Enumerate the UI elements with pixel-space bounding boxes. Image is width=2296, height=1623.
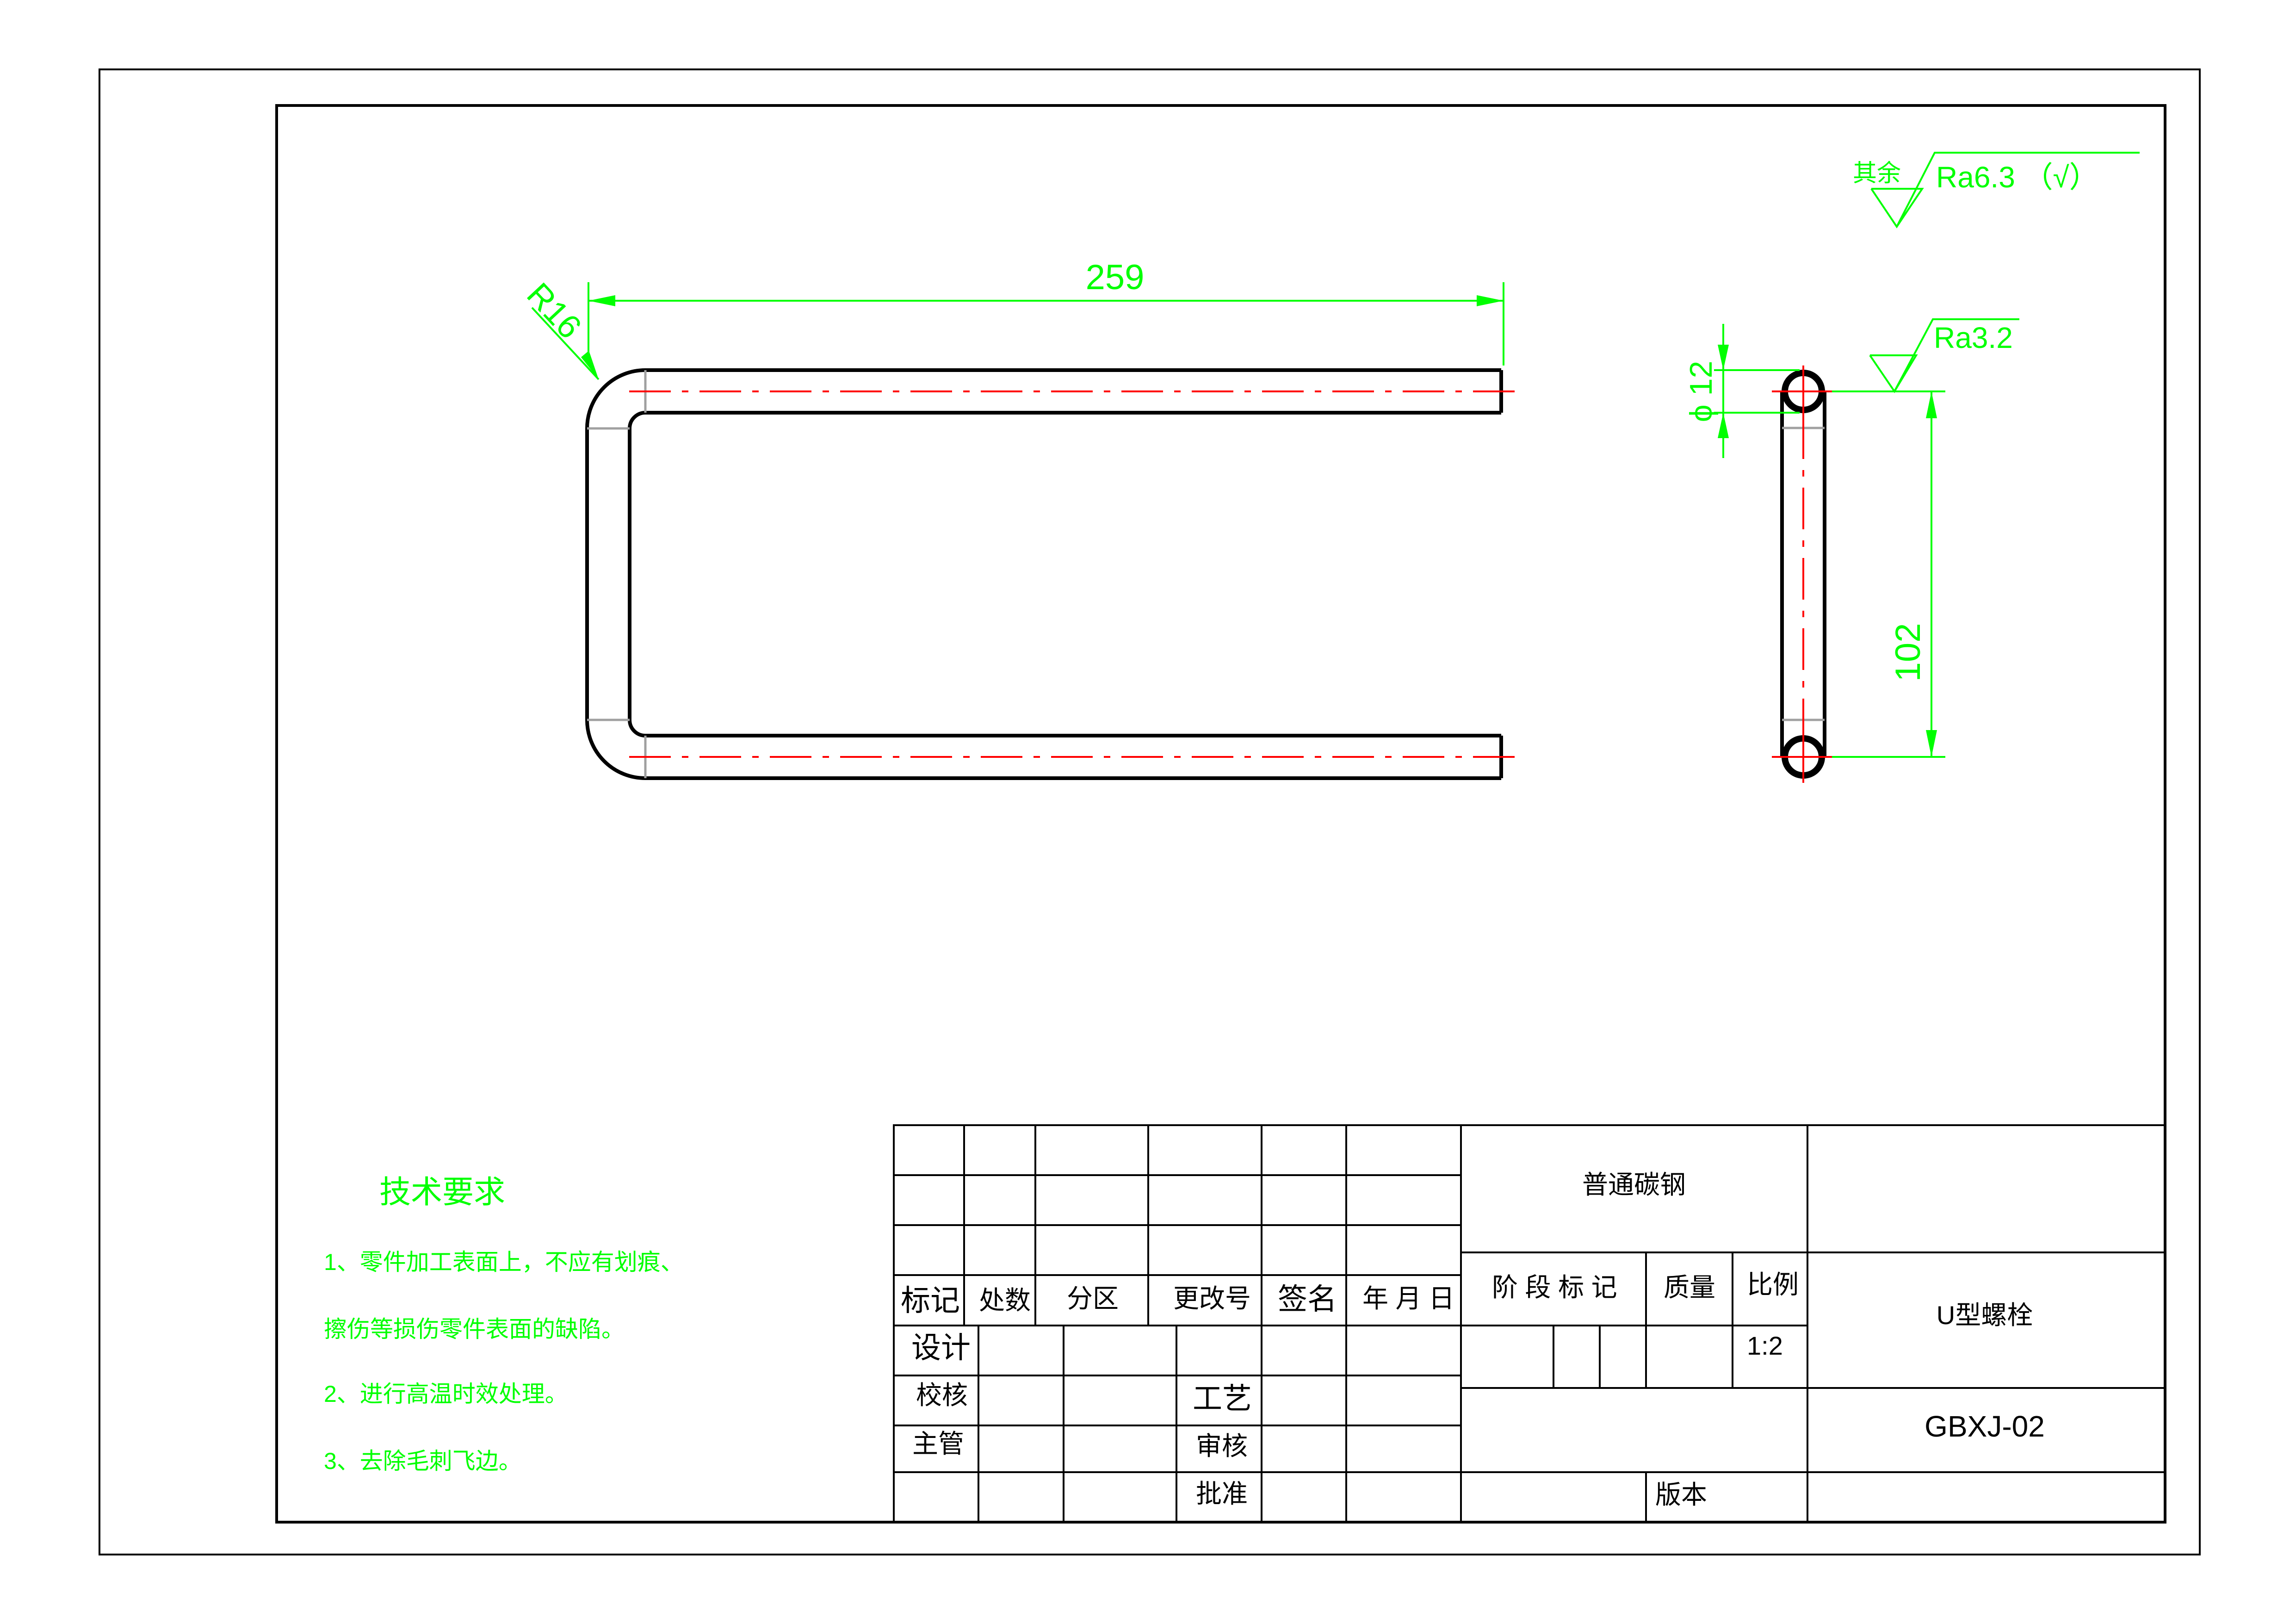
diameter-dimension: ϕ 12 xyxy=(1683,324,1800,458)
requirement-item: 1、零件加工表面上，不应有划痕、 xyxy=(324,1249,684,1275)
spacing-dimension-value: 102 xyxy=(1888,623,1928,682)
revision-header: 更改号 xyxy=(1173,1284,1251,1313)
requirement-item: 2、进行高温时效处理。 xyxy=(324,1381,568,1407)
u-bolt-outer-contour xyxy=(585,368,1501,780)
version-label: 版本 xyxy=(1655,1480,1707,1509)
revision-header: 签名 xyxy=(1278,1282,1337,1316)
revision-header: 分区 xyxy=(1067,1284,1119,1313)
other-roughness-symbol: 其余 Ra6.3 （√） xyxy=(1853,152,2140,229)
outer-border xyxy=(99,68,2201,1555)
role-design: 设计 xyxy=(911,1331,971,1364)
length-dimension-value: 259 xyxy=(1086,258,1145,297)
technical-requirements: 技术要求 1、零件加工表面上，不应有划痕、 擦伤等损伤零件表面的缺陷。 2、进行… xyxy=(324,1175,684,1474)
radius-dimension-value: R16 xyxy=(520,276,588,346)
spacing-dimension: 102 xyxy=(1832,390,1945,758)
stage-label: 阶 段 标 记 xyxy=(1492,1273,1617,1302)
role-supervise: 主管 xyxy=(912,1429,964,1458)
scale-label: 比例 xyxy=(1747,1270,1799,1299)
side-view xyxy=(1772,365,1835,783)
mass-label: 质量 xyxy=(1664,1273,1715,1302)
front-view xyxy=(585,368,1520,780)
requirements-title: 技术要求 xyxy=(379,1175,505,1210)
role-approve: 批准 xyxy=(1196,1479,1248,1508)
role-process: 工艺 xyxy=(1193,1382,1252,1415)
diameter-dimension-value: ϕ 12 xyxy=(1683,361,1719,422)
drawing-number: GBXJ-02 xyxy=(1925,1410,2045,1443)
revision-header: 处数 xyxy=(979,1286,1031,1315)
face-roughness-symbol: Ra3.2 xyxy=(1869,318,2019,393)
material: 普通碳钢 xyxy=(1582,1170,1686,1199)
face-roughness-value: Ra3.2 xyxy=(1934,321,2013,354)
role-check: 校核 xyxy=(916,1381,968,1410)
length-dimension: 259 xyxy=(588,258,1504,365)
requirement-item: 擦伤等损伤零件表面的缺陷。 xyxy=(324,1316,625,1342)
other-roughness-label: 其余 xyxy=(1853,160,1901,187)
scale-value: 1:2 xyxy=(1747,1331,1783,1360)
u-bolt-inner-contour xyxy=(628,411,1501,737)
role-review: 审核 xyxy=(1196,1431,1248,1461)
part-name: U型螺栓 xyxy=(1937,1301,2033,1330)
requirement-item: 3、去除毛刺飞边。 xyxy=(324,1448,522,1474)
revision-header: 标记 xyxy=(901,1284,960,1317)
radius-dimension: R16 xyxy=(520,276,600,380)
revision-header: 年 月 日 xyxy=(1362,1284,1454,1313)
other-roughness-value: Ra6.3 （√） xyxy=(1936,161,2099,194)
title-block: 标记 处数 分区 更改号 签名 年 月 日 设计 校核 主管 工艺 审核 批准 … xyxy=(893,1124,2166,1523)
